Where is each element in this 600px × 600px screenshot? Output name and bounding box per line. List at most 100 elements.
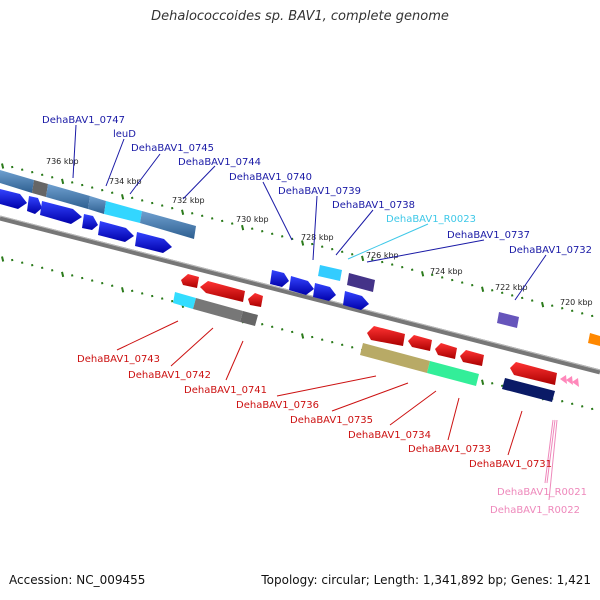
upper-ruler-major-tick bbox=[361, 255, 365, 262]
gene-0737-arrow bbox=[313, 283, 336, 301]
label-R0023: DehaBAV1_R0023 bbox=[386, 214, 476, 225]
gene-0734-arrow bbox=[435, 343, 457, 359]
ruler-label-720: 720 kbp bbox=[560, 298, 593, 307]
leader-0736 bbox=[276, 375, 377, 397]
gene-0741-box bbox=[240, 311, 258, 326]
leader-R0021b bbox=[546, 419, 556, 484]
upper-ruler-major-tick bbox=[421, 271, 425, 277]
gene-R-cyan-bar bbox=[104, 201, 142, 223]
label-0745: DehaBAV1_0745 bbox=[131, 143, 214, 154]
ruler-label-722: 722 kbp bbox=[495, 283, 528, 292]
lower-ruler-major-tick bbox=[121, 287, 125, 293]
gene-arrow-blue-5 bbox=[98, 221, 134, 242]
leader-0739 bbox=[312, 195, 318, 261]
label-0739: DehaBAV1_0739 bbox=[278, 186, 361, 197]
leader-0745 bbox=[129, 153, 161, 195]
genome-backbone bbox=[0, 215, 600, 375]
label-0747: DehaBAV1_0747 bbox=[42, 115, 125, 126]
label-0737: DehaBAV1_0737 bbox=[447, 230, 530, 241]
upper-ruler-major-tick bbox=[121, 194, 125, 200]
gene-0735-box bbox=[427, 361, 479, 386]
gene-0735-arrow bbox=[408, 335, 432, 351]
leader-leuD bbox=[105, 138, 125, 187]
ruler-label-732: 732 kbp bbox=[172, 196, 205, 205]
ruler-labels: 736 kbp 734 kbp 732 kbp 730 kbp 728 kbp … bbox=[46, 157, 593, 307]
label-0734: DehaBAV1_0734 bbox=[348, 430, 431, 441]
label-R0022: DehaBAV1_R0022 bbox=[490, 505, 580, 516]
leader-0731 bbox=[507, 410, 523, 456]
gene-0743-box bbox=[173, 292, 196, 309]
gene-arrow-blue-2 bbox=[27, 196, 42, 214]
upper-ruler-major-tick bbox=[541, 301, 545, 308]
gene-leuD-bar bbox=[32, 180, 48, 197]
gene-0745-bar bbox=[46, 184, 90, 209]
map-title: Dehalococcoides sp. BAV1, complete genom… bbox=[151, 9, 449, 24]
upper-ruler-major-tick bbox=[241, 224, 245, 231]
lower-gene-labels: DehaBAV1_0743 DehaBAV1_0742 DehaBAV1_074… bbox=[77, 354, 587, 516]
leader-0740 bbox=[262, 181, 293, 241]
gene-R0021-arrow bbox=[560, 375, 567, 384]
gene-0738-arrow bbox=[289, 276, 314, 295]
forward-features bbox=[0, 170, 600, 346]
label-0732: DehaBAV1_0732 bbox=[509, 245, 592, 256]
gene-0736-arrow bbox=[367, 326, 405, 346]
gene-0731-arrow bbox=[510, 362, 557, 385]
leader-0737 bbox=[366, 239, 485, 263]
gene-0744-bar bbox=[88, 196, 106, 214]
ruler-label-728: 728 kbp bbox=[301, 233, 334, 242]
upper-ruler-major-tick bbox=[181, 209, 185, 215]
label-0738: DehaBAV1_0738 bbox=[332, 200, 415, 211]
gene-0733-arrow bbox=[460, 350, 484, 366]
label-R0021: DehaBAV1_R0021 bbox=[497, 487, 587, 498]
gene-0740-bar bbox=[140, 211, 196, 239]
gene-0736b-arrow bbox=[343, 291, 369, 310]
label-0733: DehaBAV1_0733 bbox=[408, 444, 491, 455]
gene-0739-arrow bbox=[270, 270, 289, 287]
ruler-label-724: 724 kbp bbox=[430, 267, 463, 276]
leader-R0022 bbox=[548, 419, 558, 501]
gene-0731-box bbox=[502, 378, 555, 402]
leader-0741 bbox=[225, 340, 244, 381]
gene-arrow-blue-6 bbox=[135, 232, 172, 253]
leader-R0023 bbox=[347, 223, 429, 260]
label-0740: DehaBAV1_0740 bbox=[229, 172, 312, 183]
leader-0743 bbox=[116, 320, 179, 351]
lower-ruler-major-tick bbox=[1, 256, 5, 262]
gene-R0023-box bbox=[318, 265, 342, 281]
leader-0744 bbox=[182, 165, 216, 200]
upper-gene-labels: DehaBAV1_0747 leuD DehaBAV1_0745 DehaBAV… bbox=[42, 115, 592, 256]
gene-arrow-blue-3 bbox=[40, 201, 82, 224]
label-0736: DehaBAV1_0736 bbox=[236, 400, 319, 411]
leader-0733 bbox=[447, 397, 460, 441]
ruler-label-736: 736 kbp bbox=[46, 157, 79, 166]
gene-0736-box bbox=[360, 343, 430, 373]
gene-orange-box bbox=[588, 333, 600, 346]
upper-ruler-major-tick bbox=[301, 240, 305, 246]
leader-0747 bbox=[72, 124, 77, 179]
gene-0741-arrow bbox=[248, 293, 263, 307]
leader-0742 bbox=[170, 327, 214, 367]
leader-R0021a bbox=[544, 419, 554, 484]
label-0731: DehaBAV1_0731 bbox=[469, 459, 552, 470]
leader-lines bbox=[72, 124, 558, 501]
upper-ruler-major-tick bbox=[61, 178, 65, 185]
label-0742: DehaBAV1_0742 bbox=[128, 370, 211, 381]
leader-0738 bbox=[335, 209, 374, 256]
upper-ruler-major-tick bbox=[481, 286, 485, 292]
gene-arrow-blue-4 bbox=[82, 214, 98, 230]
gene-0738-box bbox=[347, 273, 375, 292]
lower-ruler-major-tick bbox=[61, 271, 65, 278]
topology-summary: Topology: circular; Length: 1,341,892 bp… bbox=[261, 573, 591, 587]
lower-ruler-major-tick bbox=[301, 333, 305, 339]
ruler-label-730: 730 kbp bbox=[236, 215, 269, 224]
gene-0732-box bbox=[497, 312, 519, 328]
gene-0747-bar bbox=[0, 170, 34, 193]
ruler-label-734: 734 kbp bbox=[109, 177, 142, 186]
label-0735: DehaBAV1_0735 bbox=[290, 415, 373, 426]
ruler-label-726: 726 kbp bbox=[366, 251, 399, 260]
accession-text: Accession: NC_009455 bbox=[9, 573, 146, 587]
label-0741: DehaBAV1_0741 bbox=[184, 385, 267, 396]
label-leuD: leuD bbox=[113, 129, 136, 140]
label-0743: DehaBAV1_0743 bbox=[77, 354, 160, 365]
leader-0734 bbox=[389, 390, 437, 426]
